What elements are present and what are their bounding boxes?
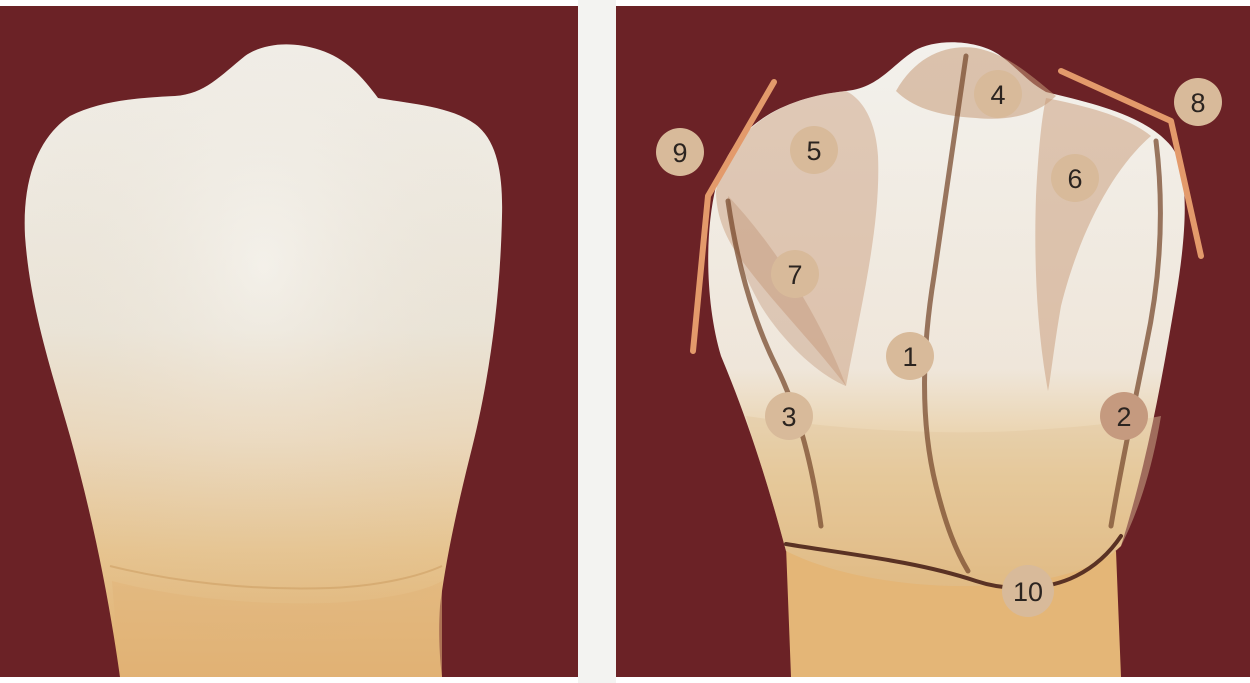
label-2: 2 [1116,402,1131,432]
label-9: 9 [672,138,687,168]
tooth-photo [0,6,578,677]
label-8: 8 [1190,88,1205,118]
tooth-diagram-panel: 4 8 9 5 6 7 1 3 [616,6,1250,677]
label-8-marker: 8 [1174,78,1222,126]
label-9-marker: 9 [656,128,704,176]
label-4-marker: 4 [974,70,1022,118]
label-6-marker: 6 [1051,154,1099,202]
label-1-marker: 1 [886,332,934,380]
tooth-photo-panel [0,6,578,677]
label-3-marker: 3 [765,392,813,440]
label-6: 6 [1067,164,1082,194]
label-5-marker: 5 [790,126,838,174]
label-3: 3 [781,402,796,432]
label-7: 7 [787,260,802,290]
label-7-marker: 7 [771,250,819,298]
label-5: 5 [806,136,821,166]
panel-gutter [578,0,616,683]
label-10: 10 [1013,577,1043,607]
label-2-marker: 2 [1100,392,1148,440]
tooth-diagram: 4 8 9 5 6 7 1 3 [616,6,1250,677]
label-4: 4 [990,80,1005,110]
label-10-marker: 10 [1002,565,1054,617]
label-1: 1 [902,342,917,372]
